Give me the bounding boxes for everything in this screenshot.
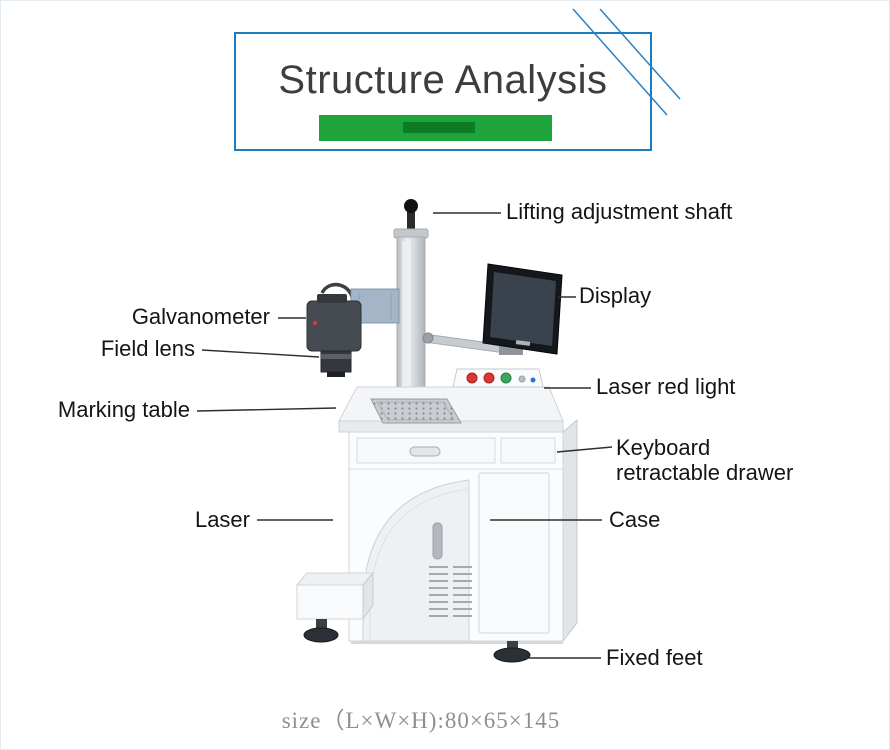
cabinet xyxy=(348,418,578,644)
title-underline-inner xyxy=(403,122,475,133)
laser-head-assembly xyxy=(306,282,400,377)
control-panel xyxy=(452,368,544,388)
drawer-handle xyxy=(409,446,441,457)
leader-marking-table xyxy=(196,407,337,412)
lifting-column xyxy=(393,199,429,390)
title-underline-bar xyxy=(319,115,552,141)
machine-illustration xyxy=(295,199,578,663)
fixed-foot xyxy=(493,641,531,663)
size-caption: size（L×W×H):80×65×145 xyxy=(281,708,561,733)
green-button xyxy=(500,372,512,384)
label-lifting-adjustment-shaft: Lifting adjustment shaft xyxy=(506,199,733,224)
galvanometer-head xyxy=(306,300,362,352)
label-field-lens: Field lens xyxy=(100,336,195,361)
adjustable-foot xyxy=(303,627,339,643)
label-laser-red-light: Laser red light xyxy=(596,374,736,399)
left-pedestal xyxy=(295,571,375,643)
label-laser: Laser xyxy=(194,507,250,532)
marking-table-plate xyxy=(370,398,462,424)
red-button xyxy=(466,372,478,384)
ventilation-slots xyxy=(429,566,472,617)
cabinet-door xyxy=(478,472,550,634)
leader-keyboard-drawer xyxy=(556,446,613,453)
title-box: Structure Analysis xyxy=(234,32,652,151)
label-keyboard-retractable-drawer: Keyboard retractable drawer xyxy=(616,435,794,486)
red-button xyxy=(483,372,495,384)
label-display: Display xyxy=(579,283,652,308)
label-marking-table: Marking table xyxy=(57,397,190,422)
key-switch xyxy=(518,375,526,383)
label-case: Case xyxy=(609,507,661,532)
display-monitor xyxy=(482,263,563,355)
label-galvanometer: Galvanometer xyxy=(131,304,270,329)
decorative-diagonal-lines xyxy=(572,8,681,116)
label-fixed-feet: Fixed feet xyxy=(606,645,703,670)
leader-field-lens xyxy=(201,349,320,358)
door-handle-slot xyxy=(432,522,443,560)
leader-lines xyxy=(196,212,613,659)
page-title: Structure Analysis xyxy=(278,58,608,102)
